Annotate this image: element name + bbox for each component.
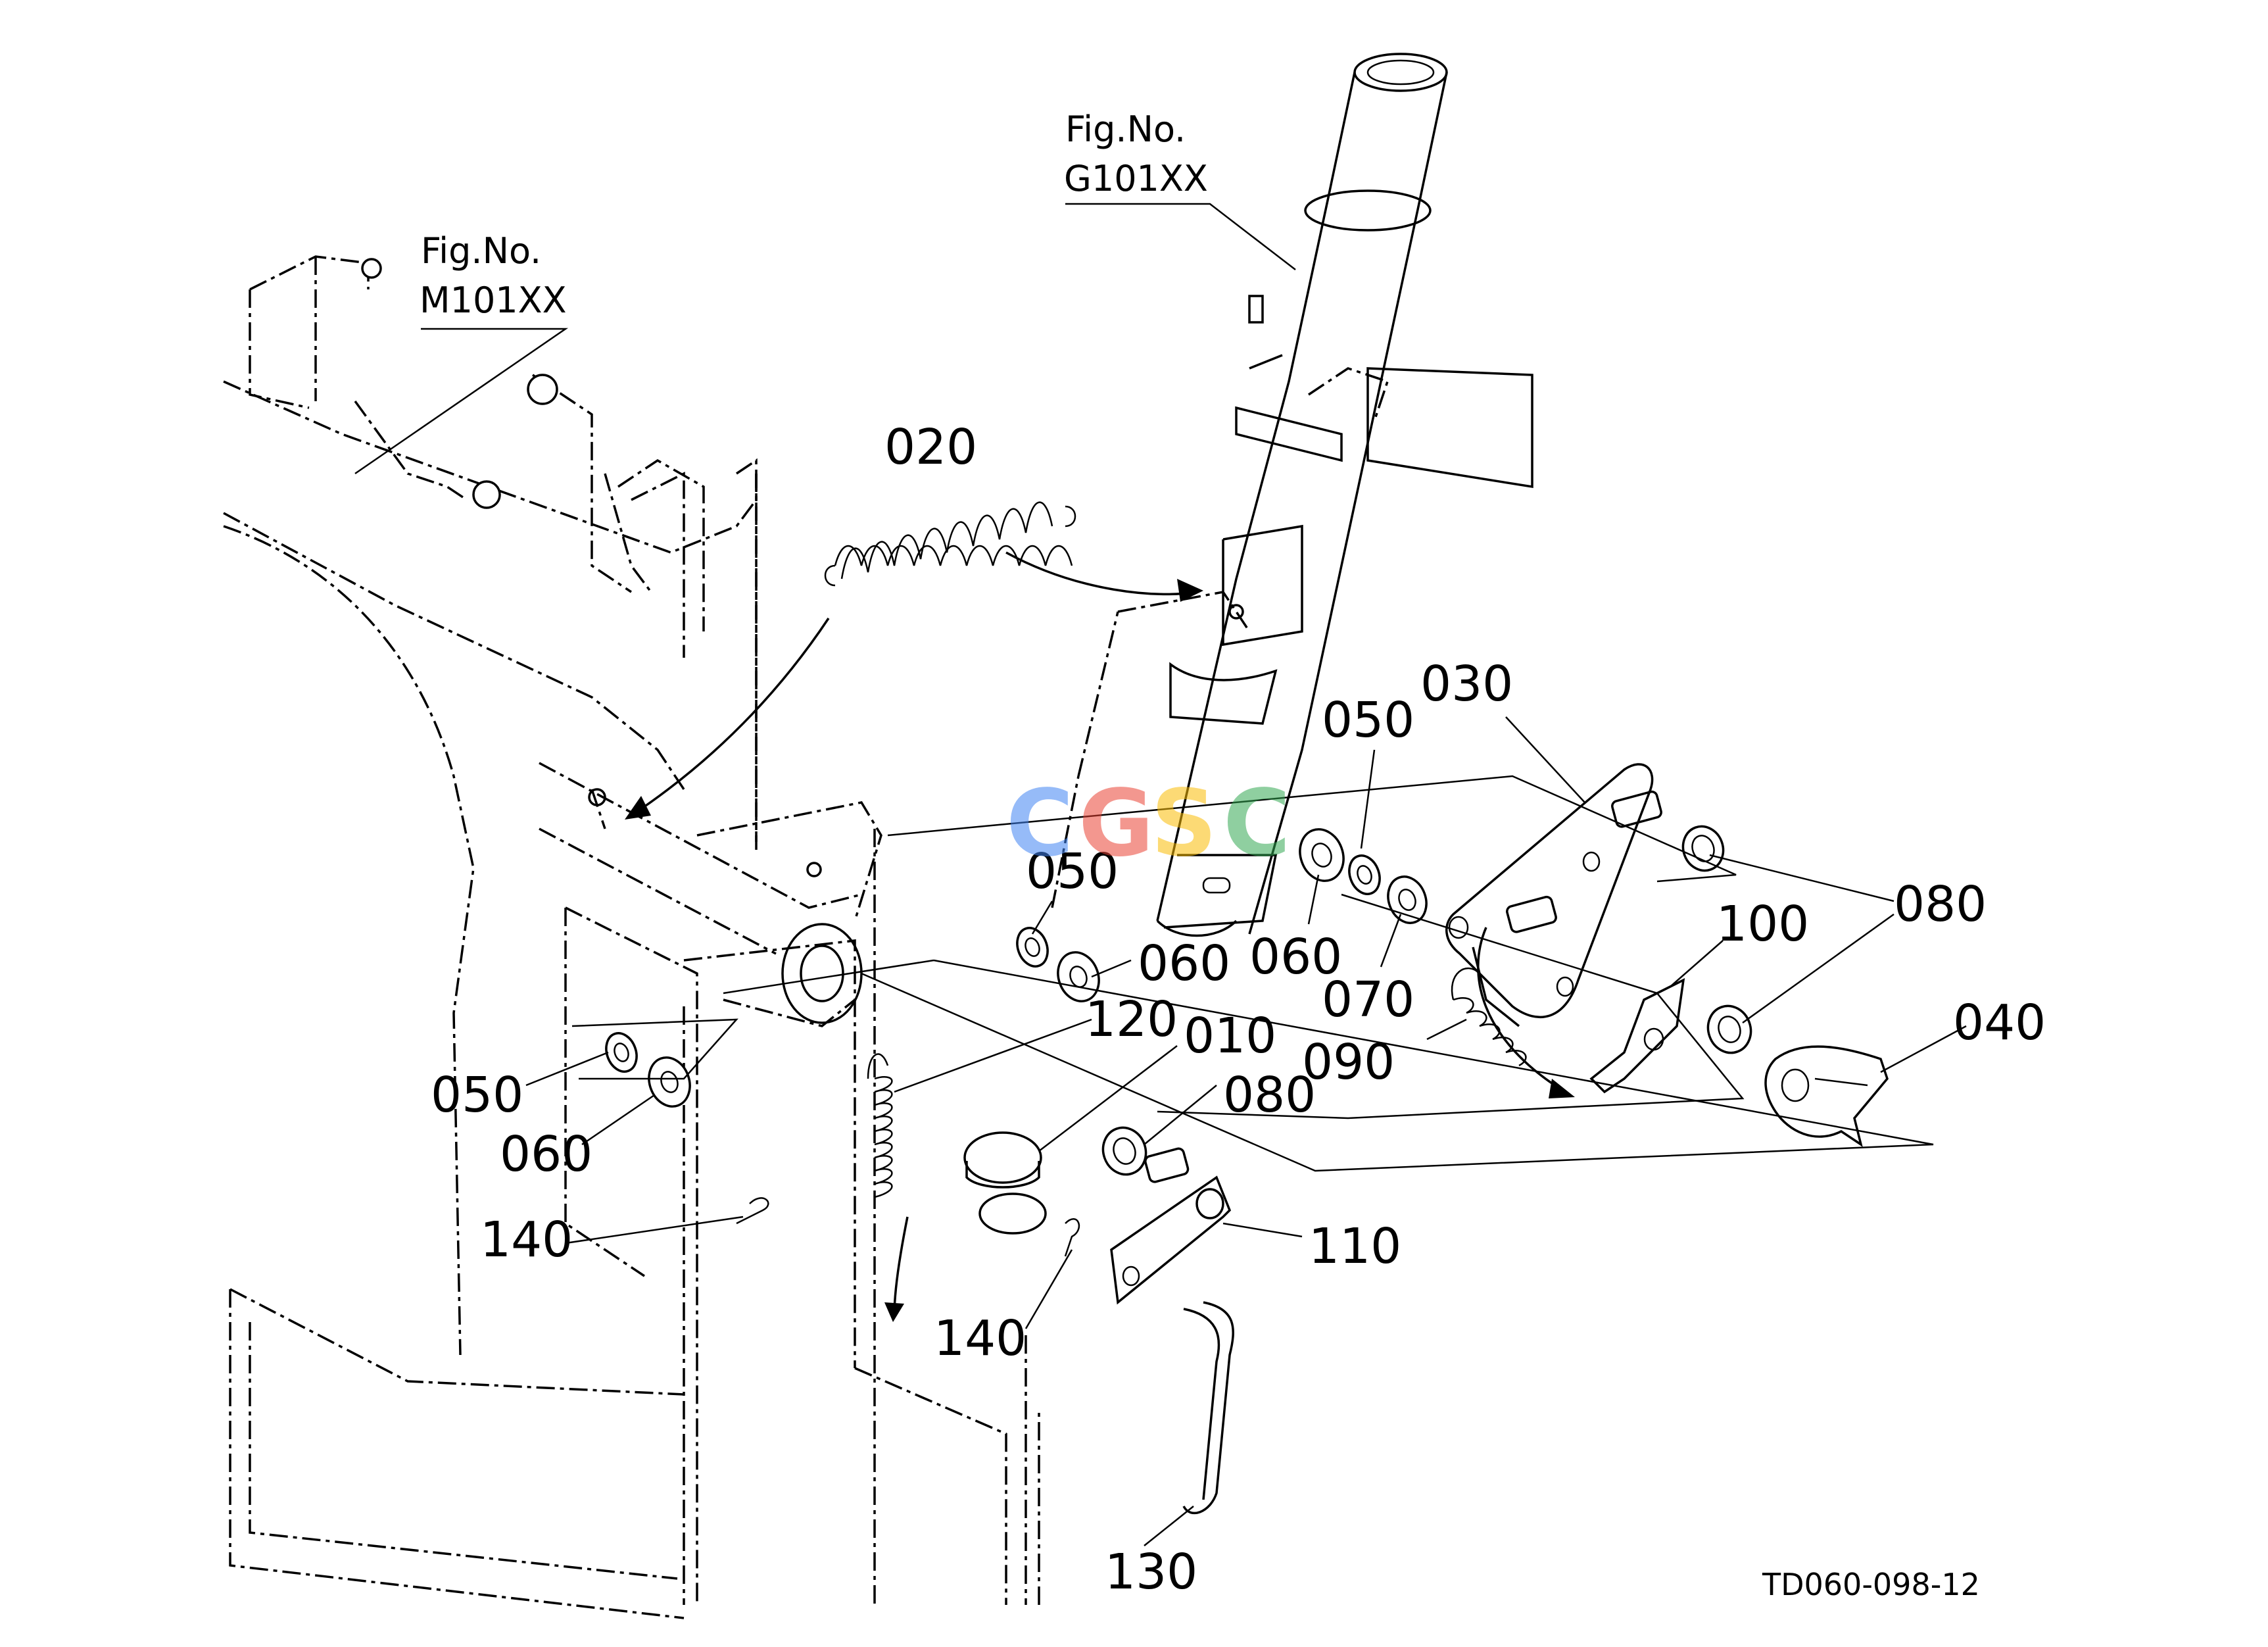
leader-lines	[354, 203, 1967, 1546]
part-label: 060	[500, 1126, 592, 1183]
part-label: 110	[1309, 1218, 1401, 1275]
fig-ref-number: M101XX	[420, 280, 567, 321]
part-label: 090	[1302, 1034, 1395, 1091]
cotter-pins-140	[736, 1197, 1080, 1257]
watermark-letter: G	[1078, 770, 1154, 877]
watermark-letter: C	[1006, 770, 1074, 877]
part-label: 060	[1138, 935, 1230, 992]
lever-100	[1589, 977, 1685, 1094]
steering-column	[1051, 53, 1533, 937]
spring-120	[867, 1053, 893, 1198]
part-label: 030	[1420, 656, 1513, 712]
part-label: 120	[1085, 991, 1178, 1048]
drawing-code: TD060-098-12	[1762, 1567, 1980, 1602]
figure-reference-m101xx: Fig.No. M101XX	[420, 230, 567, 321]
part-label: 080	[1894, 876, 1987, 933]
part-label: 020	[884, 419, 977, 476]
part-label: 130	[1105, 1544, 1197, 1600]
part-number-labels: 020 030 050 050 050 060 060 060 070 080 …	[431, 419, 2046, 1600]
spring-020	[824, 501, 1076, 587]
part-label: 040	[1953, 995, 2046, 1051]
pivot-tube	[539, 762, 882, 1027]
rod-130	[1182, 1301, 1234, 1514]
fig-ref-label: Fig.No.	[421, 230, 541, 272]
watermark-letter: S	[1151, 770, 1217, 877]
part-label: 010	[1184, 1008, 1276, 1064]
spring-090	[1451, 967, 1527, 1067]
part-label: 050	[1026, 843, 1119, 900]
fig-ref-label: Fig.No.	[1065, 109, 1186, 150]
assembly-arrows	[625, 551, 1575, 1322]
figure-reference-g101xx: Fig.No. G101XX	[1064, 109, 1208, 199]
part-label: 050	[431, 1067, 523, 1123]
part-label: 100	[1716, 896, 1809, 952]
watermark-letter: C	[1223, 770, 1291, 877]
fig-ref-number: G101XX	[1064, 158, 1208, 199]
part-label: 140	[934, 1310, 1026, 1367]
part-label: 050	[1322, 692, 1414, 749]
plate-040	[1764, 1045, 1889, 1147]
upper-bracket	[249, 255, 758, 855]
machine-frame-outline	[223, 380, 1040, 1619]
assembly-reference-lines	[571, 775, 1934, 1172]
watermark-logo: C G S C	[1006, 770, 1291, 877]
part-label: 060	[1249, 929, 1342, 985]
part-label: 070	[1322, 971, 1414, 1028]
lever-030	[1445, 763, 1662, 1027]
bracket-110	[1110, 1147, 1232, 1305]
part-label: 140	[480, 1212, 573, 1268]
cap-010	[963, 1131, 1047, 1235]
part-label: 080	[1223, 1067, 1316, 1123]
